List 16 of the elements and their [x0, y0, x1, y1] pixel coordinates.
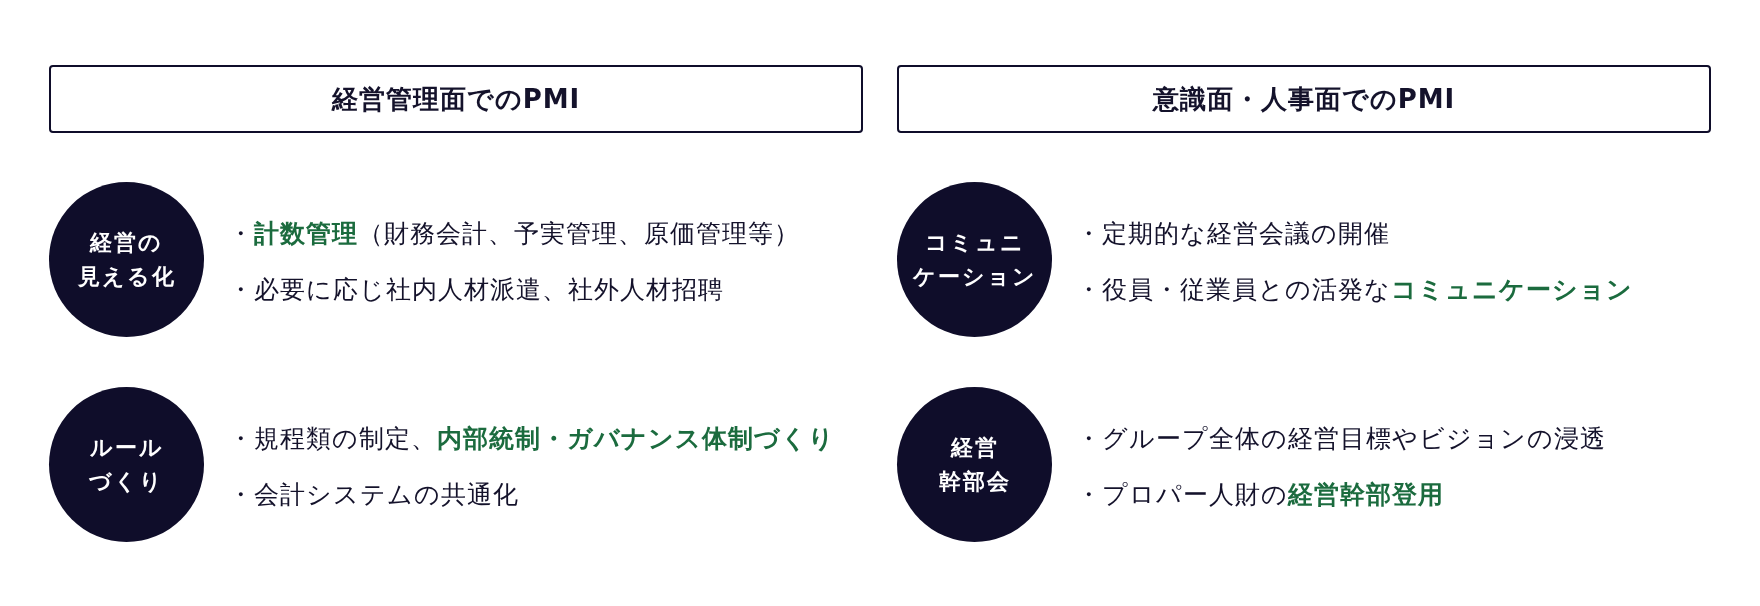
- section-heading: 経営管理面でのPMI: [331, 83, 581, 116]
- section-header-box: [897, 65, 1711, 133]
- circle-label: 経営の見える化: [77, 228, 176, 291]
- bullet-text: ・グループ全体の経営目標やビジョンの浸透: [1076, 422, 1606, 455]
- circle-label: 経営幹部会: [938, 433, 1011, 496]
- bullet-text: ・役員・従業員との活発なコミュニケーション: [1076, 273, 1633, 306]
- section-heading: 意識面・人事面でのPMI: [1152, 83, 1456, 116]
- bullet-text: ・計数管理（財務会計、予実管理、原価管理等）: [228, 217, 800, 250]
- section-header-box: [49, 65, 863, 133]
- bullet-text: ・規程類の制定、内部統制・ガバナンス体制づくり: [228, 422, 835, 455]
- circle-label: ルールづくり: [89, 433, 164, 496]
- bullet-text: ・定期的な経営会議の開催: [1076, 217, 1391, 250]
- bullet-text: ・必要に応じ社内人材派遣、社外人材招聘: [228, 273, 725, 306]
- bullet-text: ・プロパー人財の経営幹部登用: [1076, 478, 1445, 511]
- circle-label: コミュニケーション: [912, 228, 1037, 291]
- bullet-text: ・会計システムの共通化: [228, 478, 520, 511]
